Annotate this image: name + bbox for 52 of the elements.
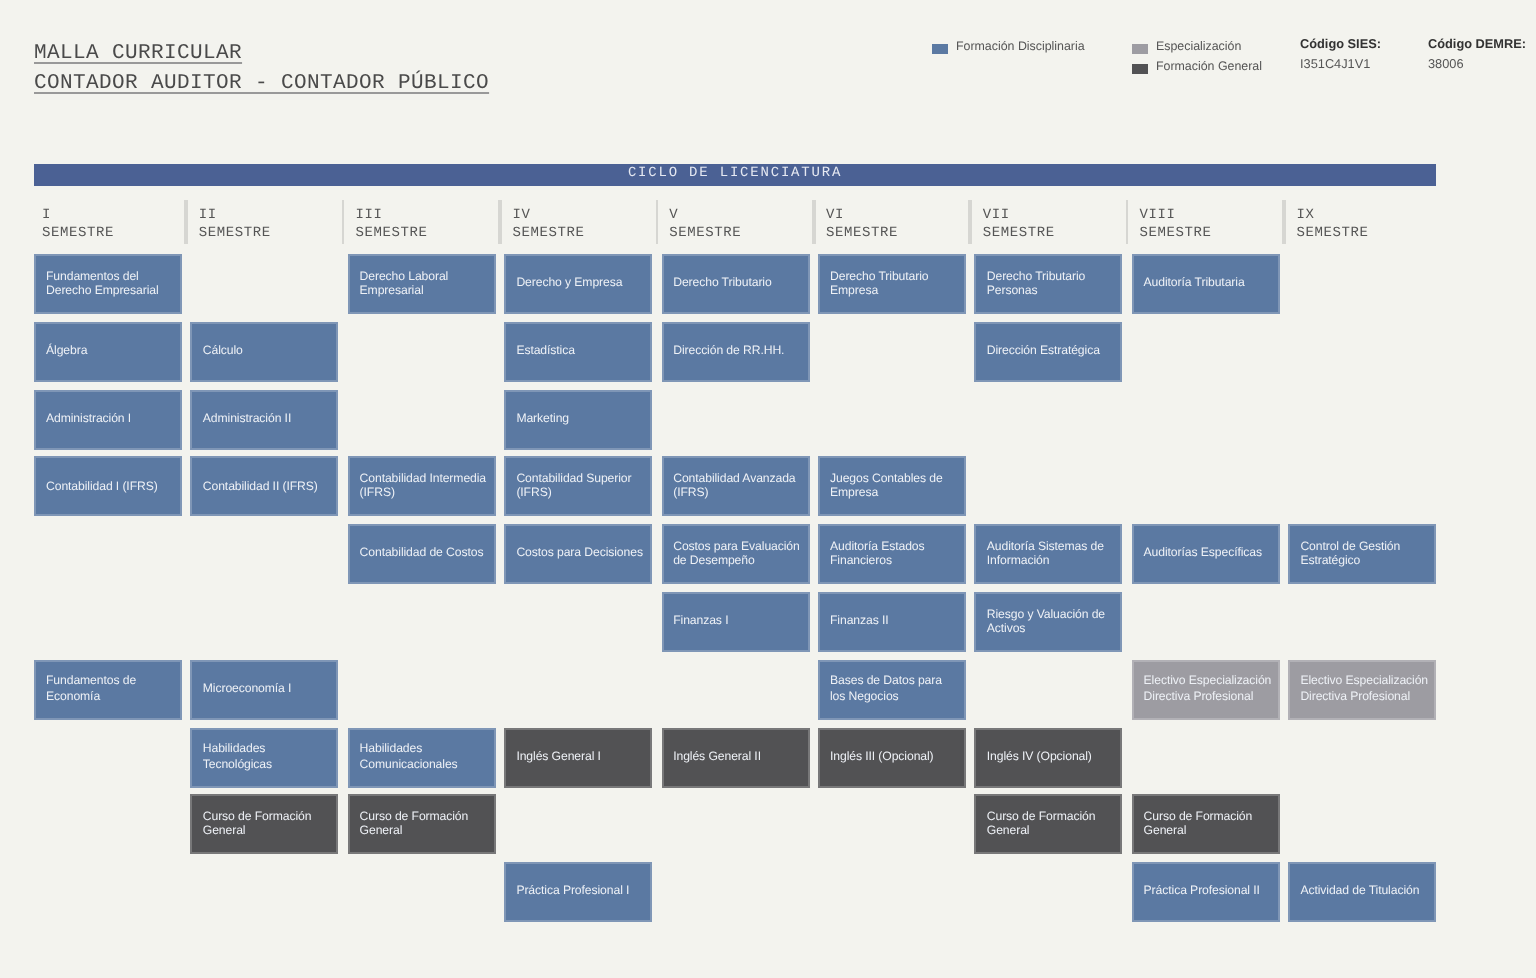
course-box [974,794,1123,855]
course-box [1288,659,1437,720]
course-box [974,592,1123,652]
course-box [504,254,653,314]
course-box [661,727,810,788]
course-box [1131,794,1280,855]
course-box [974,727,1123,788]
course-box [818,456,966,517]
course-box [190,389,339,450]
page-subtitle: CONTADOR AUDITOR - CONTADOR PÚBLICO [34,72,490,96]
course-box [347,456,496,517]
course-box [1131,524,1280,585]
course-box [504,524,653,585]
course-box [34,321,182,382]
course-box [504,321,653,382]
course-box [974,254,1123,314]
course-box [1131,862,1280,923]
course-box [190,727,339,788]
course-box [34,389,182,450]
course-box [34,659,182,720]
course-box [1131,659,1280,720]
course-box [190,456,339,517]
course-box [818,727,966,788]
course-box [190,794,339,855]
course-box [504,456,653,517]
course-box [34,254,182,314]
course-box [1288,862,1437,923]
course-box [818,592,966,652]
course-box [818,254,966,314]
course-box [504,862,653,923]
course-box [974,321,1123,382]
course-box [347,524,496,585]
course-box [34,456,182,517]
course-box [661,321,810,382]
course-box [661,524,810,585]
course-box [190,321,339,382]
course-box [190,659,339,720]
course-box [504,727,653,788]
course-box [1131,254,1280,314]
course-box [504,389,653,450]
page-title: MALLA CURRICULAR [34,42,243,66]
course-box [661,592,810,652]
course-box [974,524,1123,585]
course-box [818,659,966,720]
course-box [661,456,810,517]
section-band [34,164,1436,186]
course-box [661,254,810,314]
course-box [347,727,496,788]
course-box [818,524,966,585]
course-box [347,794,496,855]
course-box [347,254,496,314]
course-box [1288,524,1437,585]
